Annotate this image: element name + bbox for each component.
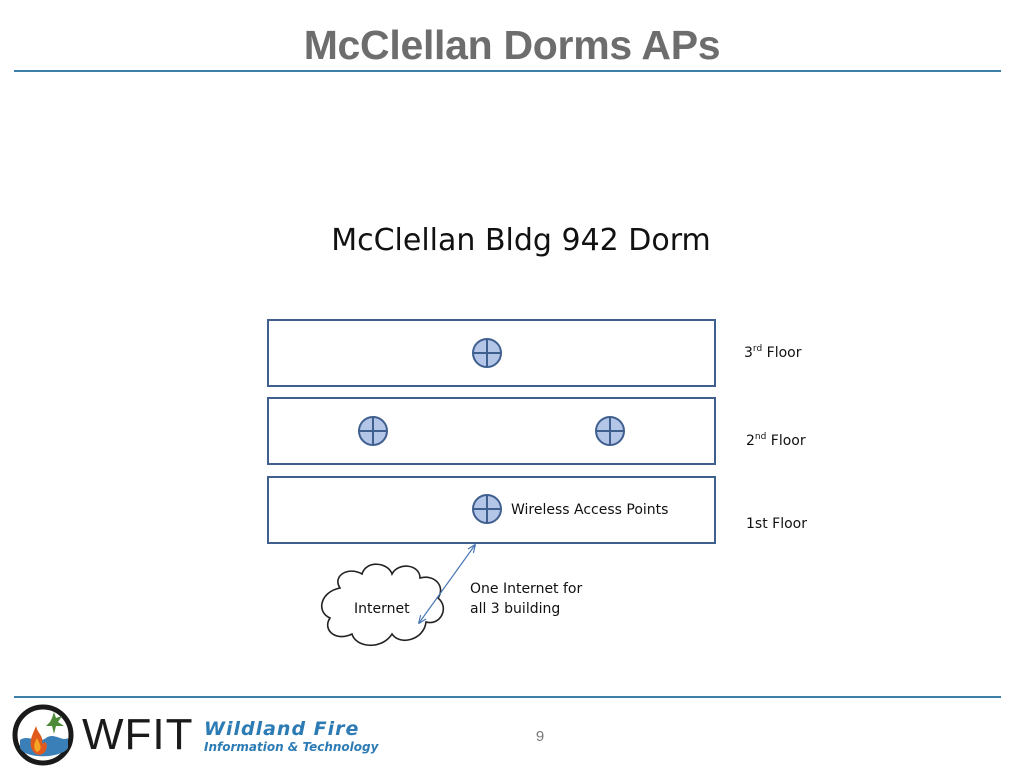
floor-3-label: 3rd Floor — [744, 344, 802, 361]
diagram-title: McClellan Bldg 942 Dorm — [331, 223, 711, 258]
ap-label: Wireless Access Points — [511, 502, 668, 518]
floor-1-label: 1st Floor — [746, 516, 807, 532]
tagline-line-1: Wildland Fire — [204, 718, 360, 740]
wfit-brand: WFIT — [82, 710, 194, 759]
floor-2-label: 2nd Floor — [746, 432, 806, 449]
floor-2-box — [267, 397, 716, 465]
title-divider — [14, 70, 1001, 72]
access-point-icon — [358, 416, 388, 446]
tagline-line-2: Information & Technology — [204, 740, 379, 754]
footer-divider — [14, 696, 1001, 698]
page-number: 9 — [535, 728, 545, 745]
access-point-icon — [472, 494, 502, 524]
connection-note: One Internet for all 3 building — [470, 581, 587, 617]
brand-tagline: Wildland Fire Information & Technology — [204, 718, 378, 754]
access-point-icon — [595, 416, 625, 446]
connection-arrow — [419, 545, 475, 623]
access-point-icon — [472, 338, 502, 368]
internet-label: Internet — [354, 601, 410, 617]
wfit-logo-icon — [12, 704, 74, 766]
slide-title: McClellan Dorms APs — [303, 22, 721, 68]
